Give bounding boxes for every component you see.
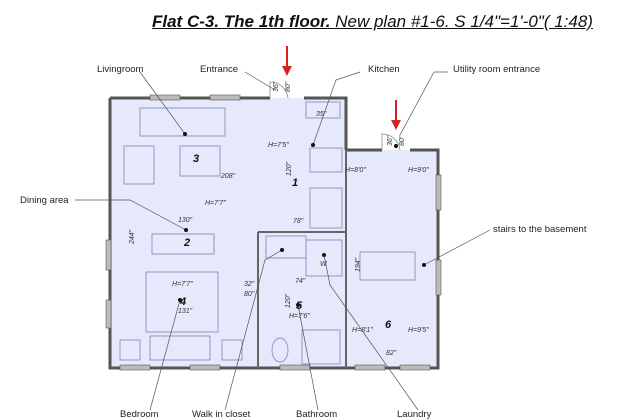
entrance-door-swing: [269, 81, 289, 99]
leader-dots: [178, 132, 426, 307]
label-utility-entrance: Utility room entrance: [453, 64, 540, 75]
height-utility-upper-left: H=8'0": [345, 167, 366, 174]
room-number-4: 4: [179, 296, 186, 308]
utility-entrance-arrow: [391, 100, 401, 130]
height-kitchen: H=7'5": [268, 142, 289, 149]
plan-title: Flat C-3. The 1th floor. New plan #1-6. …: [152, 12, 593, 32]
label-entrance: Entrance: [200, 64, 238, 75]
label-laundry: Laundry: [397, 409, 432, 420]
dim-bath-width: 74": [295, 278, 306, 285]
room-number-3: 3: [193, 153, 199, 165]
dim-hall-width: 78": [293, 218, 304, 225]
dim-kitchen-length: 120": [286, 161, 293, 176]
plan-title-main: Flat C-3. The 1th floor.: [152, 12, 331, 31]
dim-entrance-height: 80": [285, 81, 292, 92]
outer-walls: [108, 96, 440, 370]
utility-door-swing: [381, 133, 401, 151]
dim-utility-width: 36": [387, 135, 394, 146]
dim-bedroom-width: 131": [178, 308, 193, 315]
inner-walls: [257, 150, 347, 368]
dim-entrance-width: 36": [273, 81, 280, 92]
washer-mark: W: [320, 261, 328, 268]
room-number-6: 6: [385, 319, 392, 331]
height-laundry: H=8'1": [352, 327, 373, 334]
label-livingroom: Livingroom: [97, 64, 144, 75]
height-living: H=7'7": [205, 200, 226, 207]
dim-utility-width-bottom: 82": [386, 350, 397, 357]
room-number-5: 5: [296, 300, 303, 312]
dim-bath-length: 120": [285, 293, 292, 308]
height-bedroom: H=7'7": [172, 281, 193, 288]
label-bathroom: Bathroom: [296, 409, 337, 420]
utility-area: [346, 150, 438, 368]
dim-utility-height: 80": [399, 135, 406, 146]
windows: [105, 94, 442, 371]
dim-utility-length: 194": [355, 257, 362, 272]
label-stairs: stairs to the basement: [493, 224, 587, 235]
label-bedroom: Bedroom: [120, 409, 159, 420]
dim-closet-door-height: 80": [244, 291, 255, 298]
dim-closet-door-width: 32": [244, 281, 255, 288]
dim-living-width: 208": [220, 173, 236, 180]
dim-left-length: 244": [129, 229, 136, 245]
height-utility-upper-right: H=9'0": [408, 167, 429, 174]
height-stairs: H=9'5": [408, 327, 429, 334]
furniture: [119, 101, 416, 365]
leader-lines: [75, 71, 491, 411]
plan-title-scale: New plan #1-6. S 1/4"=1'-0"( 1:48): [330, 12, 593, 31]
room-number-1: 1: [292, 177, 298, 189]
label-dining-area: Dining area: [20, 195, 69, 206]
entrance-arrow: [282, 46, 292, 76]
dim-dining-width: 130": [178, 217, 193, 224]
room-number-2: 2: [183, 237, 190, 249]
height-bathroom: H=7'6": [289, 313, 310, 320]
label-kitchen: Kitchen: [368, 64, 400, 75]
label-walk-in-closet: Walk in closet: [192, 409, 251, 420]
dim-kitchen-counter: 35": [316, 111, 327, 118]
